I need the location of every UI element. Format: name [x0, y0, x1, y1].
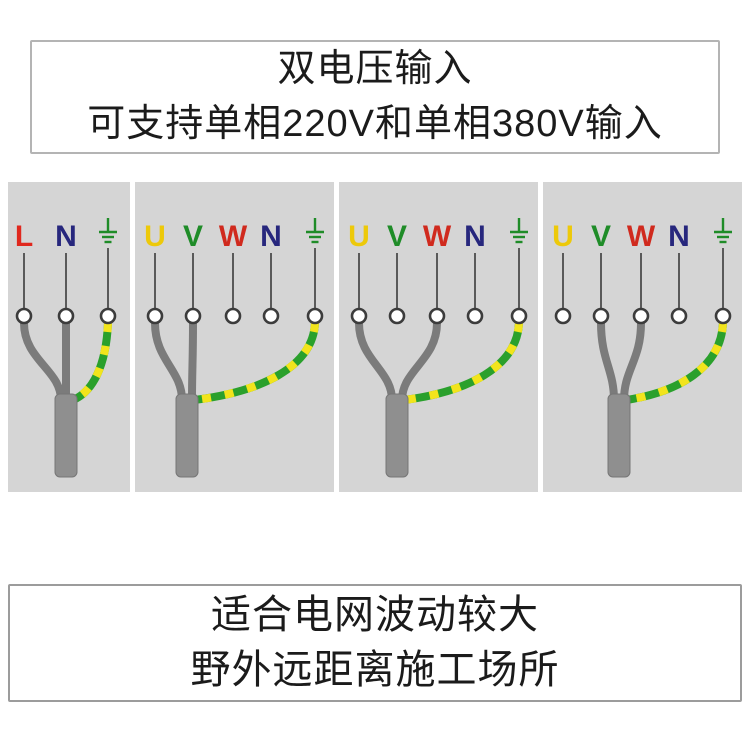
terminal-label: V [591, 220, 611, 253]
terminal-ring [428, 307, 446, 325]
terminal-ring [714, 307, 732, 325]
terminal-label: N [464, 220, 486, 253]
terminal-ring [592, 307, 610, 325]
earth-wire [400, 319, 523, 404]
terminal-label: U [552, 220, 574, 253]
terminal-ring [224, 307, 242, 325]
terminal-label: N [668, 220, 690, 253]
terminal-ring [554, 307, 572, 325]
terminal-label: W [423, 220, 452, 253]
cable [385, 393, 409, 478]
earth-ground-icon [510, 218, 528, 244]
terminal-label: N [260, 220, 282, 253]
phase-wire [597, 319, 618, 404]
phase-wire [355, 319, 396, 404]
earth-wire [190, 319, 319, 404]
terminal-ring [15, 307, 33, 325]
terminal-label: L [15, 220, 33, 253]
phase-wire [151, 319, 186, 404]
earth-wire-stripes [71, 322, 112, 404]
terminal-ring [146, 307, 164, 325]
terminal-ring [670, 307, 688, 325]
cable [175, 393, 199, 478]
cable [607, 393, 631, 478]
bottom-banner-line1: 适合电网波动较大 [211, 593, 539, 637]
terminal-label: W [627, 220, 656, 253]
earth-ground-icon [306, 218, 324, 244]
earth-wire [69, 319, 112, 404]
terminal-ring [510, 307, 528, 325]
earth-wire-stripes [625, 322, 727, 404]
terminal-label: U [144, 220, 166, 253]
phase-wire [620, 319, 645, 404]
terminal-ring [262, 307, 280, 325]
terminal-label: U [348, 220, 370, 253]
terminal-label: W [219, 220, 248, 253]
cable [54, 393, 78, 478]
terminal-label: N [55, 220, 77, 253]
terminal-label: V [183, 220, 203, 253]
phase-wire [398, 319, 441, 404]
top-banner-line2: 可支持单相220V和单相380V输入 [87, 103, 663, 145]
phase-wire [188, 319, 197, 404]
terminal-label: V [387, 220, 407, 253]
terminal-ring [350, 307, 368, 325]
top-banner: 双电压输入 可支持单相220V和单相380V输入 [30, 40, 720, 154]
phase-wire [20, 319, 65, 404]
terminal-ring [99, 307, 117, 325]
terminal-ring [466, 307, 484, 325]
earth-ground-icon [714, 218, 732, 244]
earth-ground-icon [99, 218, 117, 244]
terminal-ring [184, 307, 202, 325]
terminal-ring [306, 307, 324, 325]
bottom-banner-line2: 野外远距离施工场所 [190, 648, 560, 692]
top-banner-line1: 双电压输入 [277, 48, 473, 90]
terminal-ring [388, 307, 406, 325]
terminal-ring [57, 307, 75, 325]
bottom-banner: 适合电网波动较大 野外远距离施工场所 [8, 584, 742, 702]
terminal-ring [632, 307, 650, 325]
